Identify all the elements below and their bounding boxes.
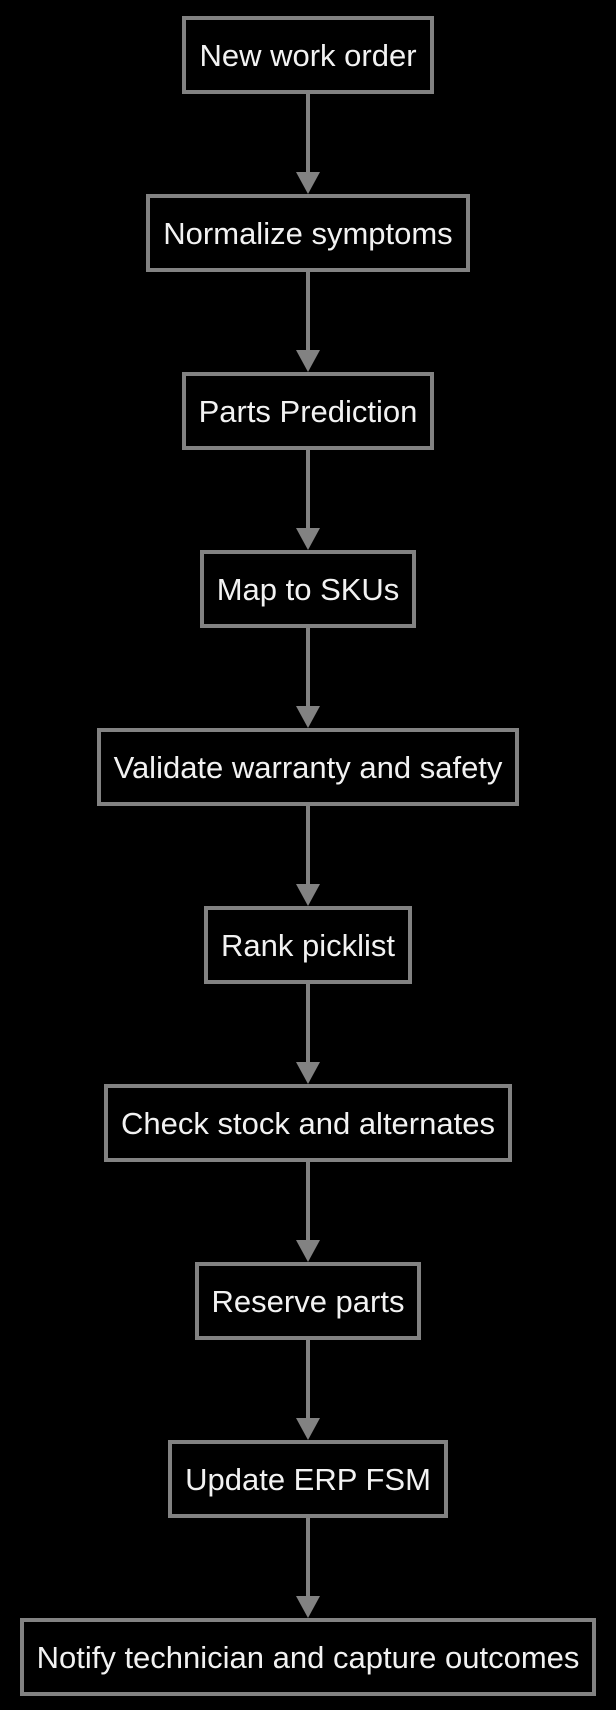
arrowhead-icon bbox=[296, 706, 320, 728]
flow-node-label: Check stock and alternates bbox=[121, 1105, 495, 1141]
flow-arrow bbox=[296, 1162, 320, 1262]
arrowhead-icon bbox=[296, 172, 320, 194]
arrowhead-icon bbox=[296, 528, 320, 550]
arrowhead-icon bbox=[296, 1596, 320, 1618]
arrow-line bbox=[306, 272, 310, 350]
flow-node-label: Reserve parts bbox=[211, 1283, 405, 1319]
flow-node-rank-picklist: Rank picklist bbox=[204, 906, 412, 984]
flow-node-label: Validate warranty and safety bbox=[113, 749, 503, 785]
flow-node-validate-warranty-and-safety: Validate warranty and safety bbox=[96, 728, 520, 806]
flow-arrow bbox=[296, 450, 320, 550]
flow-node-label: Rank picklist bbox=[221, 927, 395, 963]
flow-node-normalize-symptoms: Normalize symptoms bbox=[146, 194, 470, 272]
flow-node-map-to-skus: Map to SKUs bbox=[199, 550, 417, 628]
arrowhead-icon bbox=[296, 350, 320, 372]
arrow-line bbox=[306, 1162, 310, 1240]
flow-arrow bbox=[296, 628, 320, 728]
flow-arrow bbox=[296, 1518, 320, 1618]
flow-node-reserve-parts: Reserve parts bbox=[194, 1262, 422, 1340]
flow-node-notify-technician-and-capture-outcomes: Notify technician and capture outcomes bbox=[19, 1618, 597, 1696]
arrow-line bbox=[306, 628, 310, 706]
flow-arrow bbox=[296, 806, 320, 906]
arrow-line bbox=[306, 1518, 310, 1596]
flow-node-update-erp-fsm: Update ERP FSM bbox=[168, 1440, 448, 1518]
arrowhead-icon bbox=[296, 1240, 320, 1262]
arrowhead-icon bbox=[296, 1062, 320, 1084]
flow-node-new-work-order: New work order bbox=[182, 16, 434, 94]
arrow-line bbox=[306, 450, 310, 528]
flow-node-label: Normalize symptoms bbox=[163, 215, 453, 251]
flow-node-label: Update ERP FSM bbox=[185, 1461, 431, 1497]
flow-arrow bbox=[296, 1340, 320, 1440]
flow-node-label: New work order bbox=[199, 37, 417, 73]
flow-node-label: Parts Prediction bbox=[198, 393, 418, 429]
arrow-line bbox=[306, 984, 310, 1062]
flow-arrow bbox=[296, 984, 320, 1084]
flow-arrow bbox=[296, 272, 320, 372]
arrowhead-icon bbox=[296, 1418, 320, 1440]
flow-node-label: Notify technician and capture outcomes bbox=[36, 1639, 580, 1675]
flow-node-check-stock-and-alternates: Check stock and alternates bbox=[104, 1084, 512, 1162]
arrow-line bbox=[306, 94, 310, 172]
flow-node-label: Map to SKUs bbox=[216, 571, 400, 607]
arrowhead-icon bbox=[296, 884, 320, 906]
flow-arrow bbox=[296, 94, 320, 194]
arrow-line bbox=[306, 1340, 310, 1418]
flow-node-parts-prediction: Parts Prediction bbox=[181, 372, 435, 450]
arrow-line bbox=[306, 806, 310, 884]
